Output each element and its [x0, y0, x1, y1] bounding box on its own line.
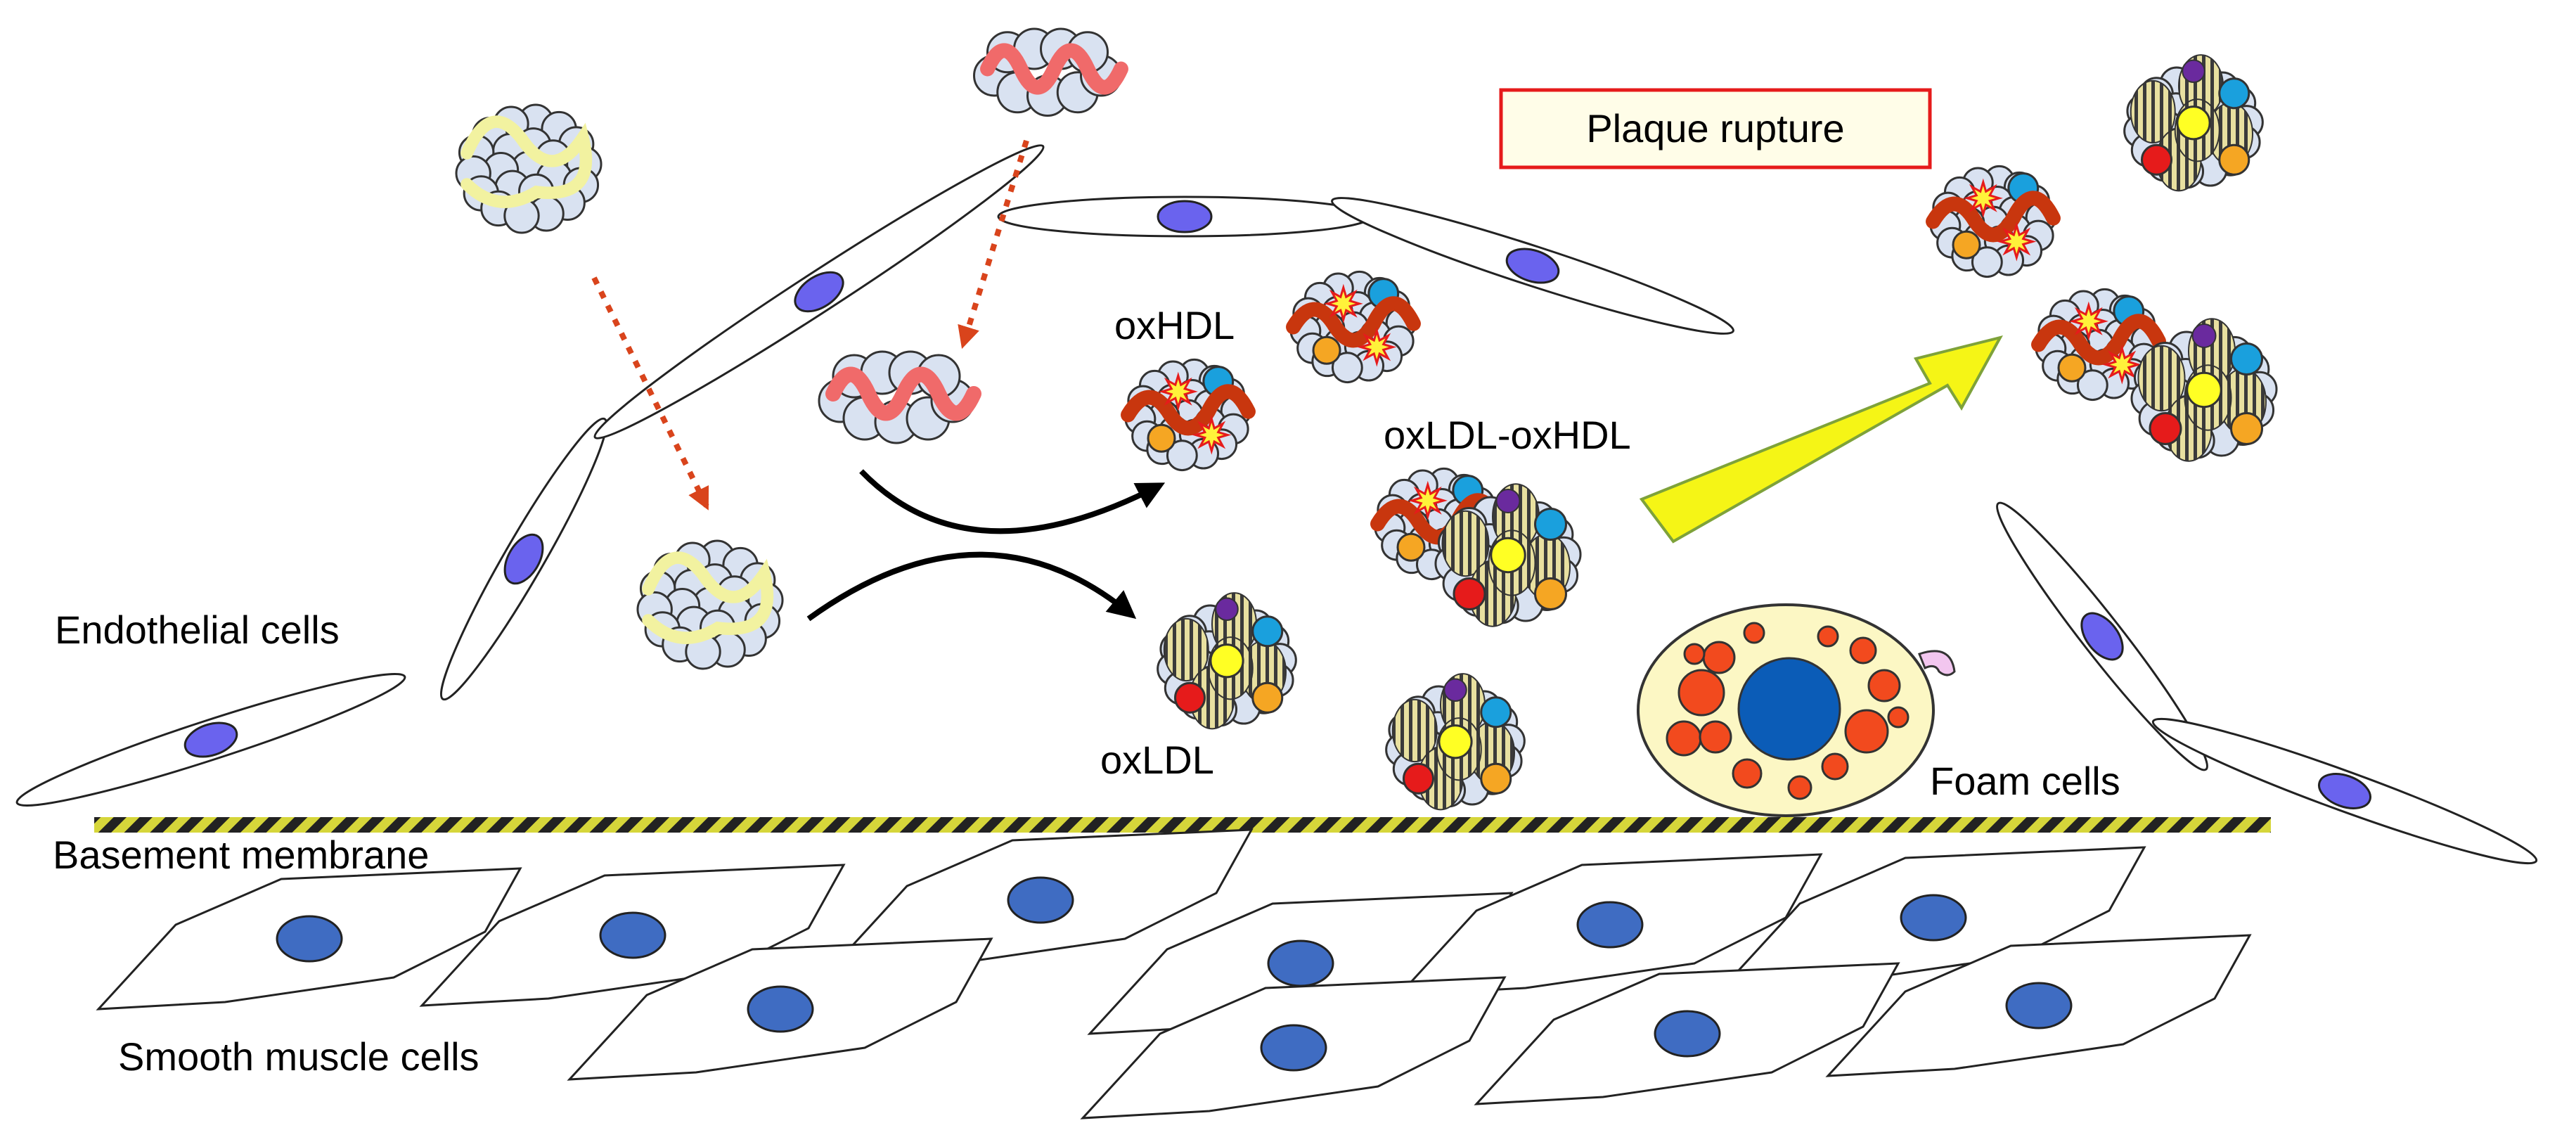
smooth-muscle-cell [827, 828, 1254, 972]
oxidation-burst-icon [1963, 178, 2003, 218]
lipid-droplet [1821, 752, 1849, 781]
endothelial-cells-label: Endothelial cells [55, 608, 340, 652]
endothelial-cell [439, 417, 608, 701]
lipid-droplet [1787, 775, 1812, 800]
oxldl-oxhdl-label: oxLDL-oxHDL [1384, 413, 1631, 457]
lipid-droplet [1844, 709, 1889, 754]
lipid-droplet [1867, 669, 1901, 702]
lipid-droplet [1683, 643, 1706, 665]
lipoprotein-particles [455, 27, 2278, 811]
lipid-droplet [1887, 706, 1910, 729]
arrow-to-oxldl [806, 551, 1137, 622]
oxhdl-particle-native [818, 350, 981, 444]
oxhdl-particle-native [973, 27, 1128, 117]
endothelial-cell [593, 144, 1045, 440]
endothelial-cell [15, 673, 406, 807]
nucleus [2318, 773, 2371, 809]
nucleus [1007, 876, 1074, 924]
foam-cell [1637, 603, 1956, 817]
plaque-rupture-box [1499, 88, 1932, 169]
oxhdl-label: oxHDL [1114, 303, 1235, 347]
oxldl-particle [2130, 318, 2278, 462]
lipid-droplet [1849, 636, 1877, 665]
hdl-particle [455, 103, 603, 234]
oxidation-burst-icon [1408, 480, 1448, 520]
oxldl-particle [1157, 592, 1297, 730]
hdl-particle [636, 539, 784, 670]
lipid-droplet [1743, 622, 1765, 644]
smooth-muscle-cell [1825, 934, 2252, 1077]
oxldl-label: oxLDL [1100, 738, 1214, 782]
oxidation-burst-icon [1192, 415, 1232, 455]
oxldl-particle [1385, 673, 1526, 811]
nucleus [503, 533, 544, 585]
nucleus [276, 915, 343, 963]
oxldl-particle [1434, 483, 1582, 627]
nucleus [2080, 612, 2124, 661]
nucleus [1260, 1024, 1327, 1072]
nucleus [1576, 901, 1644, 949]
basement-membrane-label: Basement membrane [53, 833, 429, 877]
lipid-droplet [1677, 669, 1725, 717]
oxhdl-entry-arrow [958, 139, 1029, 349]
nucleus [2005, 982, 2073, 1029]
nucleus [1505, 248, 1560, 284]
nucleus [1654, 1010, 1721, 1058]
nucleus [183, 721, 238, 758]
smooth-muscle-cell [1396, 853, 1823, 996]
smooth-muscle-cell [567, 937, 993, 1081]
endothelial-cell [1331, 197, 1734, 335]
lipid-droplet [1732, 758, 1763, 789]
hdl-entry-arrow [591, 276, 709, 511]
basement-membrane [94, 817, 2271, 833]
oxidation-burst-icon [1158, 371, 1198, 411]
receptor-icon [1918, 650, 1956, 676]
smooth-muscle-cell [1080, 976, 1507, 1119]
oxhdl-particle [1121, 358, 1256, 472]
lipid-droplets [1666, 622, 1910, 800]
oxhdl-particle [1926, 165, 2061, 278]
lipid-droplet [1699, 720, 1732, 754]
smooth-muscle-cell [96, 867, 522, 1011]
smooth-muscle-cell-layer [96, 828, 2252, 1119]
arrow-to-oxhdl [859, 469, 1166, 534]
nucleus [747, 985, 814, 1033]
oxldl-particle [2123, 54, 2264, 192]
lipid-droplet [1817, 625, 1839, 648]
plaque-progression-arrow [1639, 335, 2003, 544]
foam-cells-label: Foam cells [1930, 759, 2120, 803]
nucleus [599, 911, 666, 959]
oxidation-burst-icon [1323, 283, 1363, 323]
nucleus [794, 271, 844, 313]
oxidation-burst-icon [1997, 222, 2037, 262]
endothelial-cell [1996, 501, 2208, 771]
oxidation-burst-icon [1357, 327, 1397, 367]
smooth-muscle-cells-label: Smooth muscle cells [118, 1034, 479, 1079]
lipid-droplet [1666, 720, 1702, 757]
endothelial-cell [2151, 717, 2538, 865]
smooth-muscle-cell [419, 864, 846, 1007]
endothelial-cell [997, 195, 1372, 238]
lipid-droplet [1702, 641, 1736, 674]
oxidation-burst-icon [2068, 301, 2108, 341]
smooth-muscle-cell [1474, 962, 1900, 1105]
nucleus [1900, 894, 1967, 942]
endothelial-cell-layer [15, 144, 2538, 865]
plaque-rupture-label: Plaque rupture [1586, 106, 1844, 150]
oxhdl-particle [1286, 270, 1421, 384]
nucleus [1267, 939, 1334, 987]
nucleus [1157, 200, 1213, 233]
oxidation-burst-icon [2102, 345, 2142, 385]
